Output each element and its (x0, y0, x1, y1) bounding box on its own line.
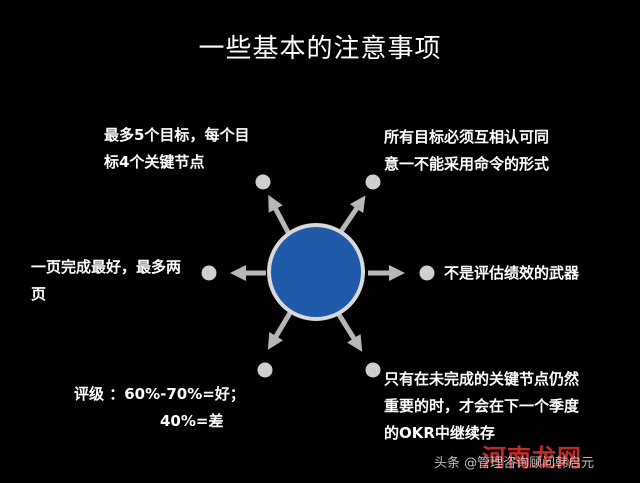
label-top-left: 最多5个目标，每个目 标4个关键节点 (104, 122, 249, 176)
label-left: 一页完成最好，最多两 页 (31, 254, 181, 308)
label-line: 的OKR中继续存 (384, 424, 495, 442)
dot-top-right (365, 174, 381, 190)
label-top-right: 所有目标必须互相认可同 意一不能采用命令的形式 (384, 124, 549, 178)
label-line: 重要的时，才会在下一个季度 (384, 397, 580, 415)
label-line: 评级 ：60%-70%=好； (74, 385, 245, 403)
label-line: 意一不能采用命令的形式 (384, 155, 550, 173)
watermark-site: 河南龙网 (482, 444, 582, 472)
page-title: 一些基本的注意事项 (198, 34, 442, 64)
label-line: 40%=差 (160, 412, 224, 430)
label-right: 不是评估绩效的武器 (444, 260, 579, 287)
label-line: 所有目标必须互相认可同 (384, 128, 550, 146)
watermark: 河南龙网 头条 @管理咨询顾问韩启元 (434, 438, 634, 478)
arrow-down-left (267, 311, 293, 350)
label-line: 一页完成最好，最多两 (31, 258, 182, 276)
arrow-up-left (268, 194, 293, 238)
dot-top-left (255, 174, 271, 190)
dot-bottom-left (257, 362, 273, 378)
dot-right (419, 265, 435, 281)
label-line: 只有在未完成的关键节点仍然 (384, 370, 580, 388)
label-line: 页 (31, 285, 47, 303)
center-circle (267, 223, 365, 321)
label-line: 最多5个目标，每个目 (104, 126, 250, 144)
label-bottom-right: 只有在未完成的关键节点仍然 重要的时，才会在下一个季度 的OKR中继续存 (384, 366, 579, 447)
arrow-down-right (335, 311, 363, 352)
label-line: 标4个关键节点 (104, 153, 205, 171)
watermark-byline: 头条 @管理咨询顾问韩启元 (434, 456, 595, 471)
dot-bottom-right (365, 362, 381, 378)
label-bottom-left: 评级 ：60%-70%=好； 40%=差 (74, 381, 245, 435)
label-line: 不是评估绩效的武器 (444, 264, 580, 282)
arrow-up-right (335, 195, 366, 238)
dot-left (201, 265, 217, 281)
